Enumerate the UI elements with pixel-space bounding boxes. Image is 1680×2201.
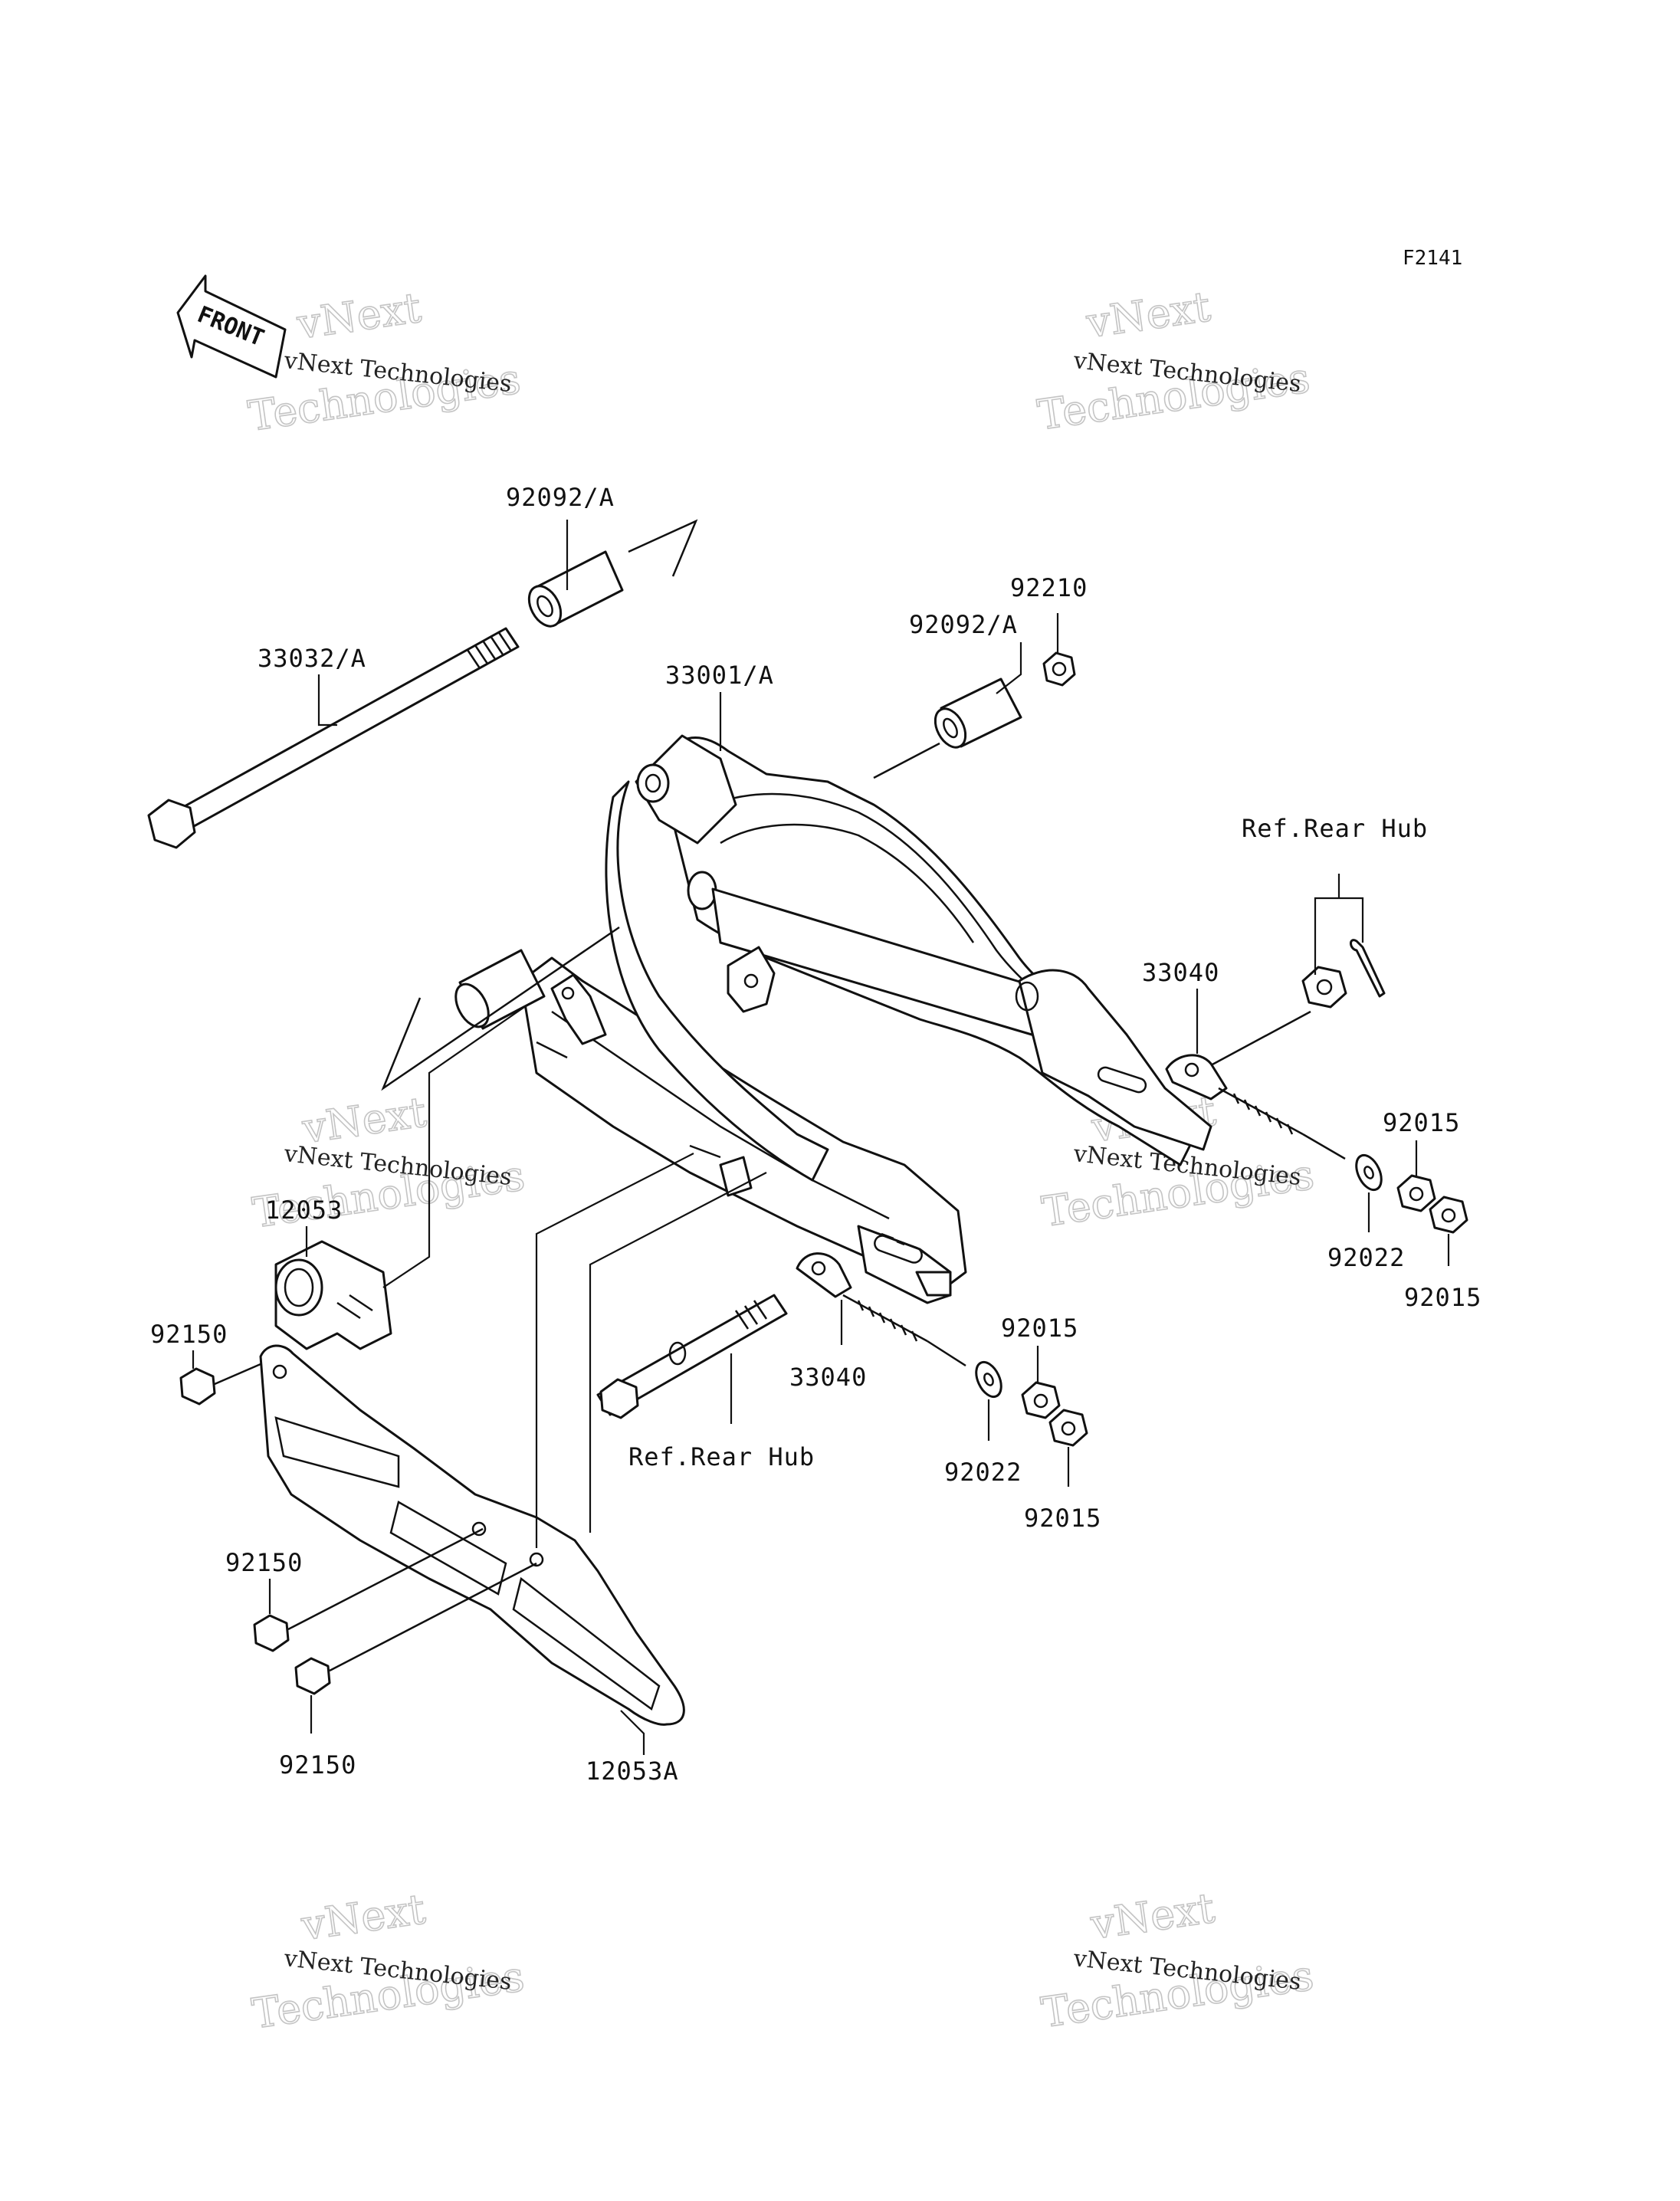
chain-adjuster-right <box>1165 1054 1304 1136</box>
label-nut-left-bottom: 92015 <box>1024 1504 1101 1533</box>
bolt-guard-bottom <box>294 1562 537 1695</box>
label-pivot-collar-right: 92092/A <box>909 610 1018 639</box>
svg-text:vNext: vNext <box>1088 1884 1218 1949</box>
leader-ref-hub-top-bracket <box>1314 874 1364 975</box>
label-washer-left: 92022 <box>944 1458 1022 1487</box>
label-pivot-collar-left: 92092/A <box>506 483 615 512</box>
diagram-code: F2141 <box>1403 247 1462 270</box>
label-washer-right: 92022 <box>1327 1243 1405 1272</box>
leader-chain-guide-to-swingarm <box>382 1003 530 1288</box>
bolt-guard-mid <box>253 1527 484 1652</box>
label-pivot-shaft: 33032/A <box>258 644 366 673</box>
rear-axle <box>596 1294 788 1419</box>
pivot-shaft <box>147 627 520 849</box>
label-swingarm: 33001/A <box>665 661 774 690</box>
leader-pivot-shaft <box>317 674 337 727</box>
watermark-bottom-right: vNext Technologies <box>1038 1883 1317 2038</box>
leader-adjuster-right-to-hub <box>1210 1010 1311 1067</box>
label-bolt-guard-bottom: 92150 <box>279 1750 356 1779</box>
leader-chain-guard-a <box>535 1153 694 1548</box>
label-ref-rear-hub-bottom: Ref.Rear Hub <box>628 1442 815 1471</box>
leader-adjuster-left-axis <box>927 1340 966 1367</box>
front-arrow-icon: FRONT <box>176 274 287 379</box>
label-pivot-nut: 92210 <box>1010 573 1088 602</box>
centerline-right-collar <box>873 742 940 779</box>
svg-text:vNext: vNext <box>298 1884 428 1950</box>
washer-right <box>1355 1153 1383 1192</box>
svg-text:vNext: vNext <box>299 1087 429 1153</box>
label-bolt-guard-mid: 92150 <box>225 1548 303 1577</box>
centerline-left <box>381 926 620 1091</box>
label-bolt-guide-top: 92150 <box>150 1320 228 1349</box>
washer-left <box>975 1360 1002 1399</box>
leader-collar-right <box>996 642 1022 694</box>
nut-left-top <box>1021 1381 1061 1419</box>
pivot-nut <box>1042 651 1076 687</box>
pivot-collar-left <box>527 550 624 628</box>
cotter-pin <box>1350 939 1386 998</box>
bolt-guide <box>179 1363 261 1406</box>
centerline-top <box>628 519 698 577</box>
label-nut-left-top: 92015 <box>1001 1314 1078 1343</box>
label-nut-right-top: 92015 <box>1383 1108 1460 1137</box>
label-chain-guide: 12053 <box>265 1196 343 1225</box>
watermark-top-right: vNext Technologies <box>1034 282 1313 441</box>
label-chain-adjuster-left: 33040 <box>789 1363 867 1392</box>
svg-text:vNext: vNext <box>294 284 424 349</box>
chain-guide <box>274 1240 392 1350</box>
label-chain-guard: 12053A <box>586 1757 679 1786</box>
pivot-collar-right <box>934 677 1022 749</box>
label-ref-rear-hub-top: Ref.Rear Hub <box>1242 814 1428 843</box>
nut-left-bottom <box>1048 1409 1088 1447</box>
nut-right-top <box>1396 1174 1436 1212</box>
leader-adjuster-right-axis <box>1302 1133 1346 1160</box>
swingarm <box>454 734 1212 1304</box>
castle-nut <box>1301 966 1347 1009</box>
leader-chain-guard <box>620 1710 645 1755</box>
label-chain-adjuster-right: 33040 <box>1142 958 1219 987</box>
chain-adjuster-left <box>796 1252 928 1343</box>
svg-text:vNext: vNext <box>1083 282 1213 347</box>
leader-chain-guard-b <box>589 1172 767 1533</box>
label-nut-right-bottom: 92015 <box>1404 1283 1481 1312</box>
nut-right-bottom <box>1429 1196 1468 1234</box>
